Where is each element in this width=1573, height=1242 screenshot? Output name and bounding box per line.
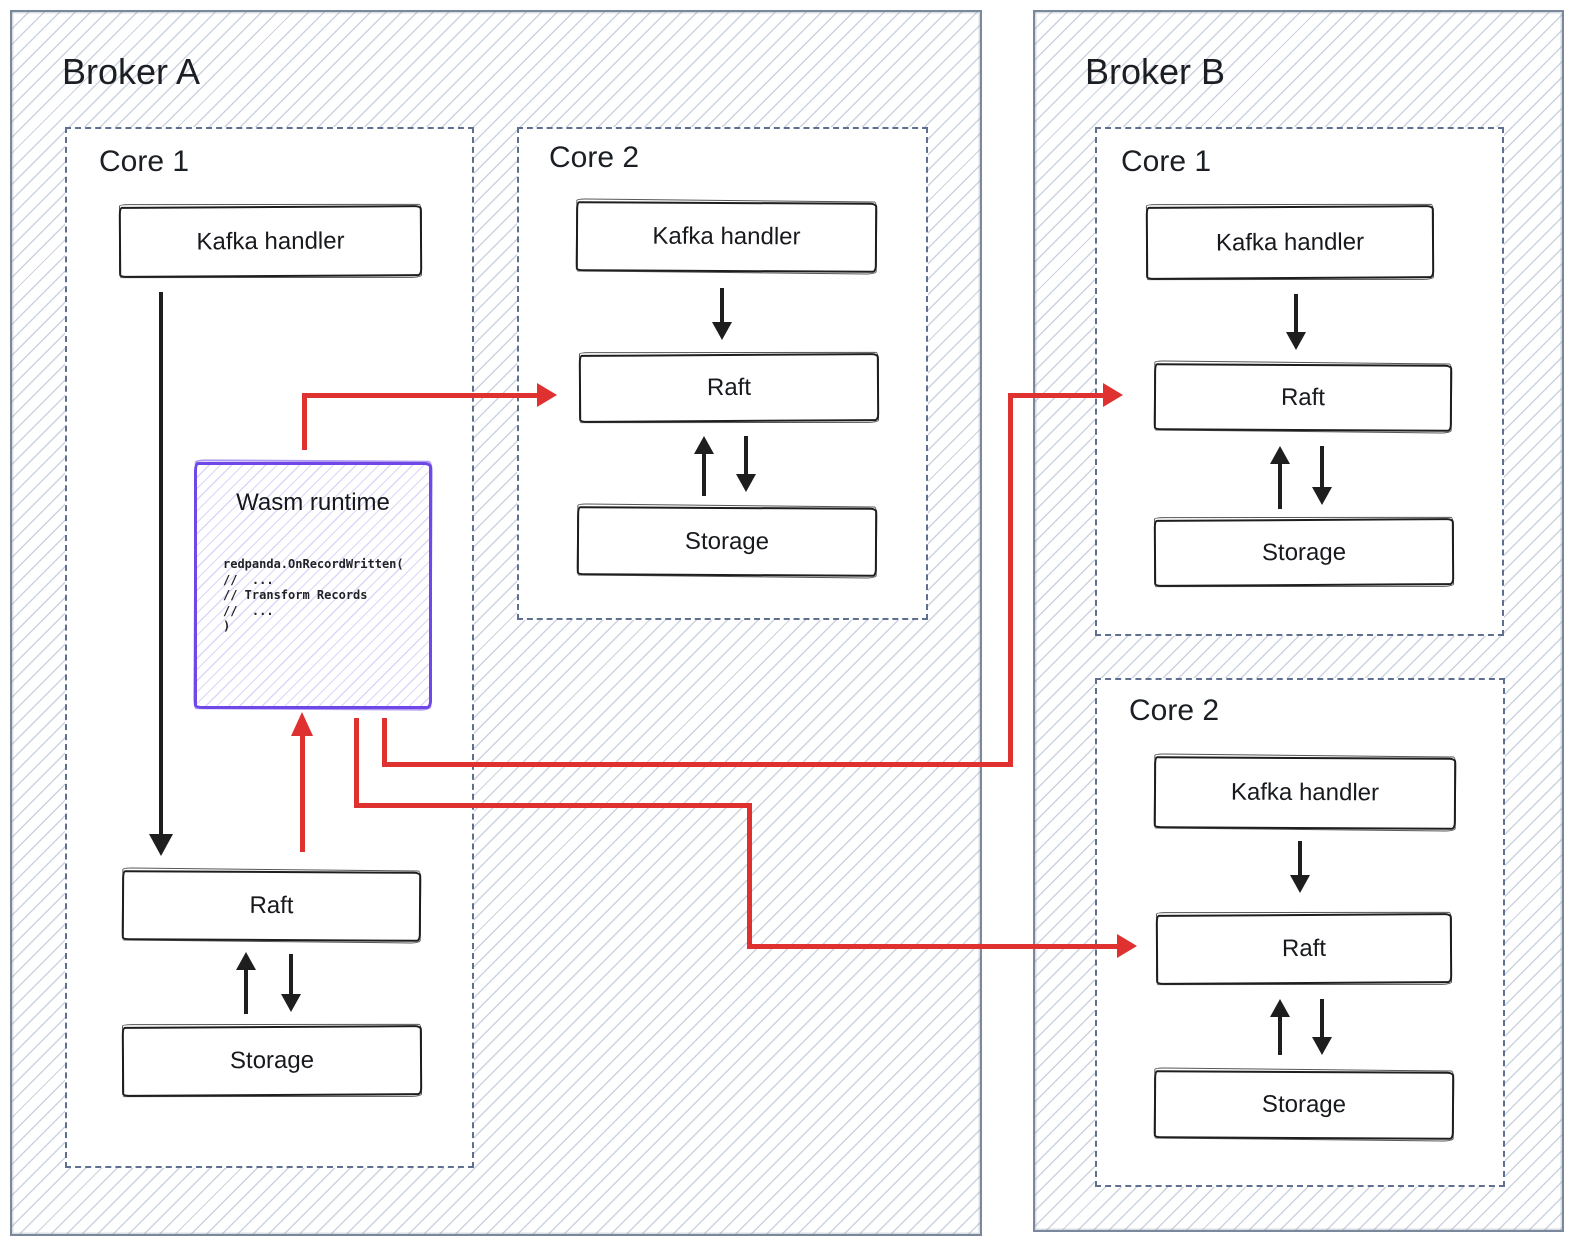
arrow-segment: [244, 968, 248, 1014]
arrow-right-icon: [1103, 383, 1123, 407]
arrow-down-icon: [1312, 1037, 1332, 1055]
broker-a-title: Broker A: [62, 51, 201, 92]
arrow-segment: [1278, 462, 1282, 509]
kafka-handler-box: Kafka handler: [575, 201, 878, 273]
storage-label: Storage: [1261, 538, 1347, 566]
arrow-down-icon: [149, 834, 173, 856]
arrow-segment: [354, 803, 752, 808]
broker-b-core2-title: Core 2: [1129, 694, 1220, 727]
raft-label: Raft: [1281, 934, 1327, 963]
arrow-segment: [702, 452, 706, 496]
wasm-code: redpanda.OnRecordWritten( // ... // Tran…: [223, 557, 404, 633]
raft-label: Raft: [706, 373, 752, 402]
kafka-handler-label: Kafka handler: [652, 222, 801, 251]
storage-label: Storage: [1261, 1090, 1347, 1119]
arrow-right-icon: [537, 383, 557, 407]
broker-b-panel: Broker B Core 1 Kafka handler Raft: [1033, 10, 1564, 1232]
storage-box: Storage: [576, 506, 878, 577]
storage-box: Storage: [121, 1025, 423, 1097]
kafka-handler-label: Kafka handler: [1230, 778, 1380, 807]
arrow-segment: [1298, 841, 1302, 877]
arrow-segment: [747, 944, 1119, 949]
arrow-down-icon: [712, 322, 732, 340]
kafka-handler-box: Kafka handler: [1153, 756, 1457, 830]
arrow-segment: [1320, 446, 1324, 489]
storage-label: Storage: [229, 1046, 315, 1075]
storage-box: Storage: [1153, 1070, 1455, 1140]
raft-box: Raft: [121, 870, 422, 942]
broker-b-core2-panel: Core 2 Kafka handler Raft Storage: [1095, 678, 1505, 1187]
broker-a-core2-panel: Core 2 Kafka handler Raft Storage: [517, 127, 928, 620]
arrow-segment: [289, 954, 293, 996]
storage-label: Storage: [684, 527, 770, 555]
wasm-runtime-title: Wasm runtime: [236, 489, 390, 516]
arrow-segment: [1320, 999, 1324, 1039]
broker-b-title: Broker B: [1085, 51, 1226, 92]
arrow-up-icon: [291, 712, 313, 736]
raft-box: Raft: [578, 353, 880, 423]
arrow-segment: [302, 393, 537, 398]
arrow-segment: [1278, 1015, 1282, 1055]
arrow-up-icon: [1270, 999, 1290, 1017]
wasm-runtime-box: Wasm runtime redpanda.OnRecordWritten( /…: [194, 462, 432, 709]
arrow-segment: [1008, 393, 1013, 767]
arrow-down-icon: [281, 994, 301, 1012]
arrow-segment: [354, 718, 359, 808]
storage-box: Storage: [1153, 518, 1455, 587]
arrow-segment: [720, 288, 724, 326]
arrow-segment: [1008, 393, 1105, 398]
broker-b-core1-title: Core 1: [1121, 145, 1212, 178]
broker-a-core2-title: Core 2: [549, 141, 640, 174]
arrow-up-icon: [1270, 446, 1290, 464]
arrow-segment: [382, 762, 1013, 767]
kafka-handler-label: Kafka handler: [1215, 228, 1365, 256]
broker-a-core1-panel: Core 1 Kafka handler Wasm runtime redpan…: [65, 127, 474, 1168]
arrow-up-icon: [694, 436, 714, 454]
raft-label: Raft: [249, 891, 294, 920]
kafka-handler-label: Kafka handler: [196, 227, 345, 255]
raft-label: Raft: [1280, 383, 1326, 411]
raft-box: Raft: [1153, 363, 1453, 432]
arrow-segment: [382, 718, 387, 766]
arrow-segment: [159, 292, 163, 837]
kafka-handler-box: Kafka handler: [1145, 205, 1435, 280]
raft-box: Raft: [1155, 913, 1453, 985]
broker-a-panel: Broker A Core 1 Kafka handler Wasm runti…: [10, 10, 982, 1236]
broker-b-core1-panel: Core 1 Kafka handler Raft Storage: [1095, 127, 1504, 636]
arrow-segment: [744, 436, 748, 476]
arrow-down-icon: [1286, 332, 1306, 350]
arrow-segment: [1294, 294, 1298, 334]
arrow-segment: [747, 803, 752, 949]
arrow-segment: [300, 732, 305, 852]
arrow-down-icon: [1312, 487, 1332, 505]
arrow-down-icon: [1290, 875, 1310, 893]
arrow-segment: [302, 398, 307, 450]
kafka-handler-box: Kafka handler: [118, 205, 423, 278]
arrow-down-icon: [736, 474, 756, 492]
arrow-up-icon: [236, 952, 256, 970]
arrow-right-icon: [1117, 934, 1137, 958]
broker-a-core1-title: Core 1: [99, 145, 190, 178]
